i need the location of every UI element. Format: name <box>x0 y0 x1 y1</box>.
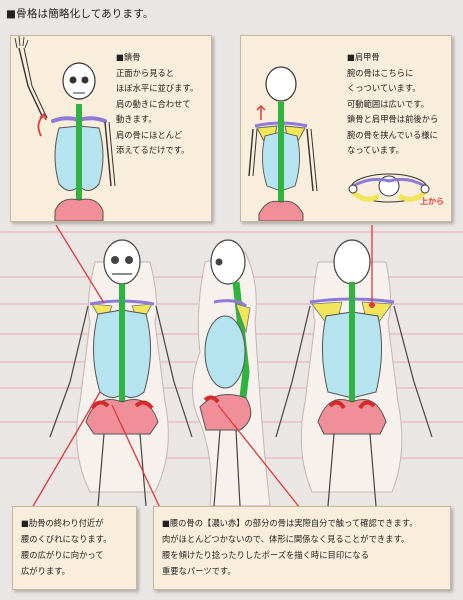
rib-caption-line: 腰の広がりに向かって <box>21 550 104 560</box>
scapula-line: くっついています。 <box>347 83 421 93</box>
rib-caption-line: 広がります。 <box>21 566 70 576</box>
up-arrow-icon <box>256 104 266 120</box>
curved-arrow-icon <box>37 115 44 137</box>
clavicle-heading: ■鎖骨 <box>116 52 141 62</box>
clavicle-line: 肩の動きに合わせて <box>116 98 191 109</box>
side-figure <box>192 239 271 506</box>
pelvis-caption-line: 腰を傾けたり捻ったりしたポーズを描く時に目印になる <box>162 550 370 560</box>
front-figure <box>49 239 193 506</box>
scapula-heading: ■肩甲骨 <box>347 52 380 62</box>
from-above-label: 上から <box>420 197 444 206</box>
pelvis-caption: ■腰の骨の【濃い赤】の部分の骨は実際自分で触って確認できます。 肉がほとんどつか… <box>153 506 451 590</box>
clavicle-line: 動きます。 <box>116 114 157 124</box>
scapula-panel: ■肩甲骨 腕の骨はこちらに くっついています。 可動範囲は広いです。 鎖骨と肩甲… <box>240 35 452 222</box>
clavicle-line: 肩の骨にほとんど <box>116 129 183 140</box>
rib-caption: ■肋骨の終わり付近が 腰のくびれになります。 腰の広がりに向かって 広がります。 <box>12 506 137 590</box>
clavicle-panel: ■鎖骨 正面から見ると ほぼ水平に並びます。 肩の動きに合わせて 動きます。 肩… <box>10 35 212 222</box>
pelvis-caption-line: 肉がほとんどつかないので、体形に関係なく見ることができます。 <box>162 534 410 544</box>
rib-caption-line: 腰のくびれになります。 <box>21 534 112 544</box>
clavicle-line: ほぼ水平に並びます。 <box>116 83 199 93</box>
clavicle-skeleton-illustration <box>14 36 116 221</box>
pelvis-caption-line: 重要なパーツです。 <box>162 566 236 576</box>
clavicle-line: 正面から見ると <box>116 67 175 78</box>
scapula-line: 腕の骨を挟んでいる様に <box>347 129 438 140</box>
scapula-line: 鎖骨と肩甲骨は前後から <box>347 114 439 124</box>
scapula-line: 可動範囲は広いです。 <box>347 98 429 109</box>
pelvis-caption-line: ■腰の骨の【濃い赤】の部分の骨は実際自分で触って確認できます。 <box>162 518 418 528</box>
back-figure <box>275 239 433 506</box>
rib-caption-line: ■肋骨の終わり付近が <box>21 518 104 528</box>
header-note: ■骨格は簡略化してあります。 <box>6 8 154 20</box>
figures-illustration <box>0 231 463 506</box>
scapula-skeleton-illustration <box>248 66 430 221</box>
scapula-line: 腕の骨はこちらに <box>347 67 414 78</box>
clavicle-line: 添えてるだけです。 <box>116 145 190 155</box>
scapula-line: なっています。 <box>347 145 404 155</box>
